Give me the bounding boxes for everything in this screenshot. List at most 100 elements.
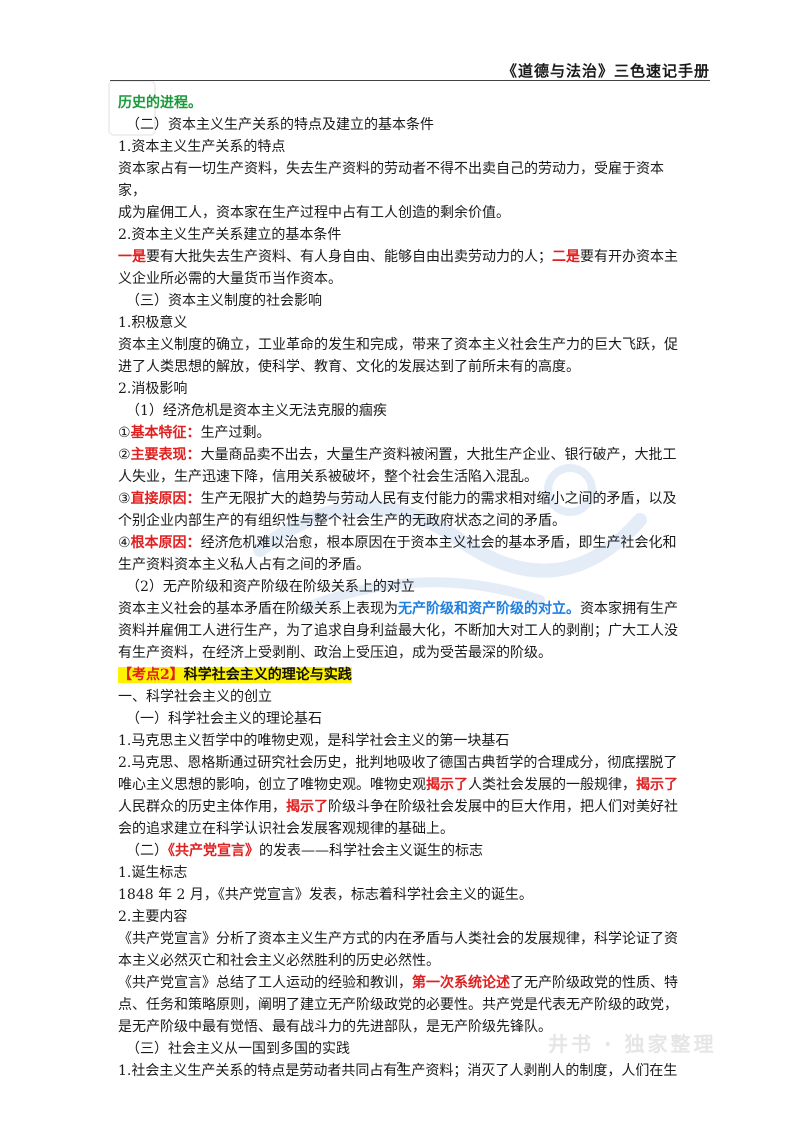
highlight-text: 无产阶级和资产阶级的对立。: [398, 601, 580, 617]
text-line: 一是要有大批失去生产资料、有人身自由、能够自由出卖劳动力的人；二是要有开办资本主: [118, 246, 690, 268]
text-line: ①基本特征：生产过剩。: [118, 422, 690, 444]
highlight-text: 《共产党宣言》: [168, 843, 259, 859]
text-segment: 1.积极意义: [118, 315, 188, 331]
text-segment: 有生产资料，在经济上受剥削、政治上受压迫，成为受苦最深的阶级。: [118, 645, 552, 661]
text-segment: 了无产阶级政党的性质、特: [510, 975, 678, 991]
text-segment: 资本主义社会的基本矛盾在阶级关系上表现为: [118, 601, 398, 617]
text-line: 1848 年 2 月，《共产党宣言》发表，标志着科学社会主义的诞生。: [118, 884, 690, 906]
text-segment: 要有开办资本主: [580, 249, 678, 265]
text-line: 1.马克思主义哲学中的唯物史观，是科学社会主义的第一块基石: [118, 730, 690, 752]
text-line: 生产资料资本主义私人占有之间的矛盾。: [118, 554, 690, 576]
text-segment: 2.消极影响: [118, 381, 188, 397]
text-segment: （三）资本主义制度的社会影响: [126, 293, 322, 309]
text-segment: 人民群众的历史主体作用，: [118, 799, 286, 815]
text-line: 2.马克思、恩格斯通过研究社会历史，批判地吸收了德国古典哲学的合理成分，彻底摆脱…: [118, 752, 690, 774]
highlight-text: 第一次系统论述: [412, 975, 510, 991]
text-line: 义企业所必需的大量货币当作资本。: [118, 268, 690, 290]
text-segment: （三）社会主义从一国到多国的实践: [126, 1041, 350, 1057]
text-segment: （2）无产阶级和资产阶级在阶级关系上的对立: [126, 579, 415, 595]
text-line: 资本主义社会的基本矛盾在阶级关系上表现为无产阶级和资产阶级的对立。资本家拥有生产: [118, 598, 690, 620]
page-header: 《道德与法治》三色速记手册: [110, 58, 710, 81]
text-line: ③直接原因：生产无限扩大的趋势与劳动人民有支付能力的需求相对缩小之间的矛盾，以及: [118, 488, 690, 510]
text-line: 1.社会主义生产关系的特点是劳动者共同占有生产资料；消灭了人剥削人的制度，人们在…: [118, 1060, 690, 1082]
text-line: （2）无产阶级和资产阶级在阶级关系上的对立: [118, 576, 690, 598]
text-line: 1.诞生标志: [118, 862, 690, 884]
header-title: 《道德与法治》三色速记手册: [501, 62, 710, 80]
text-segment: 人失业，生产迅速下降，信用关系被破坏，整个社会生活陷入混乱。: [118, 469, 538, 485]
text-segment: 1848 年 2 月，《共产党宣言》发表，标志着科学社会主义的诞生。: [118, 887, 533, 903]
text-segment: 经济危机难以治愈，根本原因在于资本主义社会的基本矛盾，即生产社会化和: [200, 535, 677, 551]
text-line: 《共产党宣言》总结了工人运动的经验和教训，第一次系统论述了无产阶级政党的性质、特: [118, 972, 690, 994]
text-segment: （一）科学社会主义的理论基石: [126, 711, 322, 727]
text-segment: 要有大批失去生产资料、有人身自由、能够自由出卖劳动力的人；: [146, 249, 552, 265]
highlight-text: 【考点2】: [118, 667, 184, 683]
text-line: （一）科学社会主义的理论基石: [118, 708, 690, 730]
text-line: 人民群众的历史主体作用，揭示了阶级斗争在阶级社会发展中的巨大作用，把人们对美好社: [118, 796, 690, 818]
text-segment: ④: [118, 535, 131, 551]
highlight-text: 历史的进程。: [118, 95, 202, 111]
highlight-text: 科学社会主义的理论与实践: [183, 667, 352, 683]
highlight-text: 揭示了: [636, 777, 678, 793]
highlight-text: 揭示了: [426, 777, 468, 793]
text-segment: 会的追求建立在科学认识社会发展客观规律的基础上。: [118, 821, 454, 837]
document-body: 历史的进程。 （二）资本主义生产关系的特点及建立的基本条件 1.资本主义生产关系的特…: [118, 92, 690, 1082]
highlight-text: 一是: [118, 249, 146, 265]
highlight-text: 根本原因：: [130, 535, 201, 551]
text-segment: 阶级斗争在阶级社会发展中的巨大作用，把人们对美好社: [328, 799, 678, 815]
text-segment: ②: [118, 447, 131, 463]
text-segment: 点、任务和策略原则，阐明了建立无产阶级政党的必要性。共产党是代表无产阶级的政党，: [118, 997, 678, 1013]
highlight-text: 主要表现：: [130, 447, 201, 463]
text-line: 1.积极意义: [118, 312, 690, 334]
text-line: 2.主要内容: [118, 906, 690, 928]
text-line: （二）《共产党宣言》的发表——科学社会主义诞生的标志: [118, 840, 690, 862]
text-segment: （二）资本主义生产关系的特点及建立的基本条件: [126, 117, 434, 133]
text-segment: 1.诞生标志: [118, 865, 188, 881]
text-line: 历史的进程。: [118, 92, 690, 114]
text-line: 会的追求建立在科学认识社会发展客观规律的基础上。: [118, 818, 690, 840]
text-line: 1.资本主义生产关系的特点: [118, 136, 690, 158]
highlight-text: 揭示了: [286, 799, 328, 815]
text-segment: 个别企业内部生产的有组织性与整个社会生产的无政府状态之间的矛盾。: [118, 513, 566, 529]
text-line: 2.资本主义生产关系建立的基本条件: [118, 224, 690, 246]
text-segment: 1.马克思主义哲学中的唯物史观，是科学社会主义的第一块基石: [118, 733, 510, 749]
text-segment: 义企业所必需的大量货币当作资本。: [118, 271, 342, 287]
text-segment: 一、科学社会主义的创立: [118, 689, 272, 705]
text-segment: 《共产党宣言》分析了资本主义生产方式的内在矛盾与人类社会的发展规律，科学论证了资: [118, 931, 678, 947]
text-segment: 的发表——科学社会主义诞生的标志: [259, 843, 483, 859]
text-segment: 2.主要内容: [118, 909, 188, 925]
text-line: 《共产党宣言》分析了资本主义生产方式的内在矛盾与人类社会的发展规律，科学论证了资: [118, 928, 690, 950]
text-line: （三）资本主义制度的社会影响: [118, 290, 690, 312]
text-line: 本主义必然灭亡和社会主义必然胜利的历史必然性。: [118, 950, 690, 972]
text-line: 资料并雇佣工人进行生产，为了追求自身利益最大化，不断加大对工人的剥削；广大工人没: [118, 620, 690, 642]
text-segment: ③: [118, 491, 131, 507]
text-line: 资本主义制度的确立，工业革命的发生和完成，带来了资本主义社会生产力的巨大飞跃，促: [118, 334, 690, 356]
section-heading: 【考点2】科学社会主义的理论与实践: [118, 664, 690, 686]
text-segment: 成为雇佣工人，资本家在生产过程中占有工人创造的剩余价值。: [118, 205, 510, 221]
text-line: 有生产资料，在经济上受剥削、政治上受压迫，成为受苦最深的阶级。: [118, 642, 690, 664]
text-segment: 人类社会发展的一般规律，: [468, 777, 636, 793]
text-line: 进了人类思想的解放，使科学、教育、文化的发展达到了前所未有的高度。: [118, 356, 690, 378]
text-segment: 资本家拥有生产: [580, 601, 678, 617]
text-segment: 唯心主义思想的影响，创立了唯物史观。唯物史观: [118, 777, 426, 793]
text-segment: 大量商品卖不出去，大量生产资料被闲置，大批生产企业、银行破产，大批工: [200, 447, 677, 463]
text-line: 资本家占有一切生产资料，失去生产资料的劳动者不得不出卖自己的劳动力，受雇于资本家…: [118, 158, 690, 202]
text-segment: （二）: [126, 843, 168, 859]
text-line: 人失业，生产迅速下降，信用关系被破坏，整个社会生活陷入混乱。: [118, 466, 690, 488]
text-line: ④根本原因：经济危机难以治愈，根本原因在于资本主义社会的基本矛盾，即生产社会化和: [118, 532, 690, 554]
text-segment: 生产资料资本主义私人占有之间的矛盾。: [118, 557, 370, 573]
text-line: 个别企业内部生产的有组织性与整个社会生产的无政府状态之间的矛盾。: [118, 510, 690, 532]
text-segment: 2.马克思、恩格斯通过研究社会历史，批判地吸收了德国古典哲学的合理成分，彻底摆脱…: [118, 755, 678, 771]
text-segment: 生产过剩。: [200, 425, 271, 441]
text-line: 2.消极影响: [118, 378, 690, 400]
text-line: ②主要表现：大量商品卖不出去，大量生产资料被闲置，大批生产企业、银行破产，大批工: [118, 444, 690, 466]
text-segment: 生产无限扩大的趋势与劳动人民有支付能力的需求相对缩小之间的矛盾，以及: [200, 491, 677, 507]
text-segment: （1）经济危机是资本主义无法克服的痼疾: [126, 403, 387, 419]
text-segment: 本主义必然灭亡和社会主义必然胜利的历史必然性。: [118, 953, 440, 969]
text-line: 是无产阶级中最有觉悟、最有战斗力的先进部队，是无产阶级先锋队。: [118, 1016, 690, 1038]
text-line: （1）经济危机是资本主义无法克服的痼疾: [118, 400, 690, 422]
text-segment: ①: [118, 425, 131, 441]
text-line: 唯心主义思想的影响，创立了唯物史观。唯物史观揭示了人类社会发展的一般规律，揭示了: [118, 774, 690, 796]
footer-watermark: 井书 · 独家整理: [548, 1032, 717, 1056]
watermark-logo: [108, 80, 156, 136]
highlight-text: 二是: [552, 249, 580, 265]
